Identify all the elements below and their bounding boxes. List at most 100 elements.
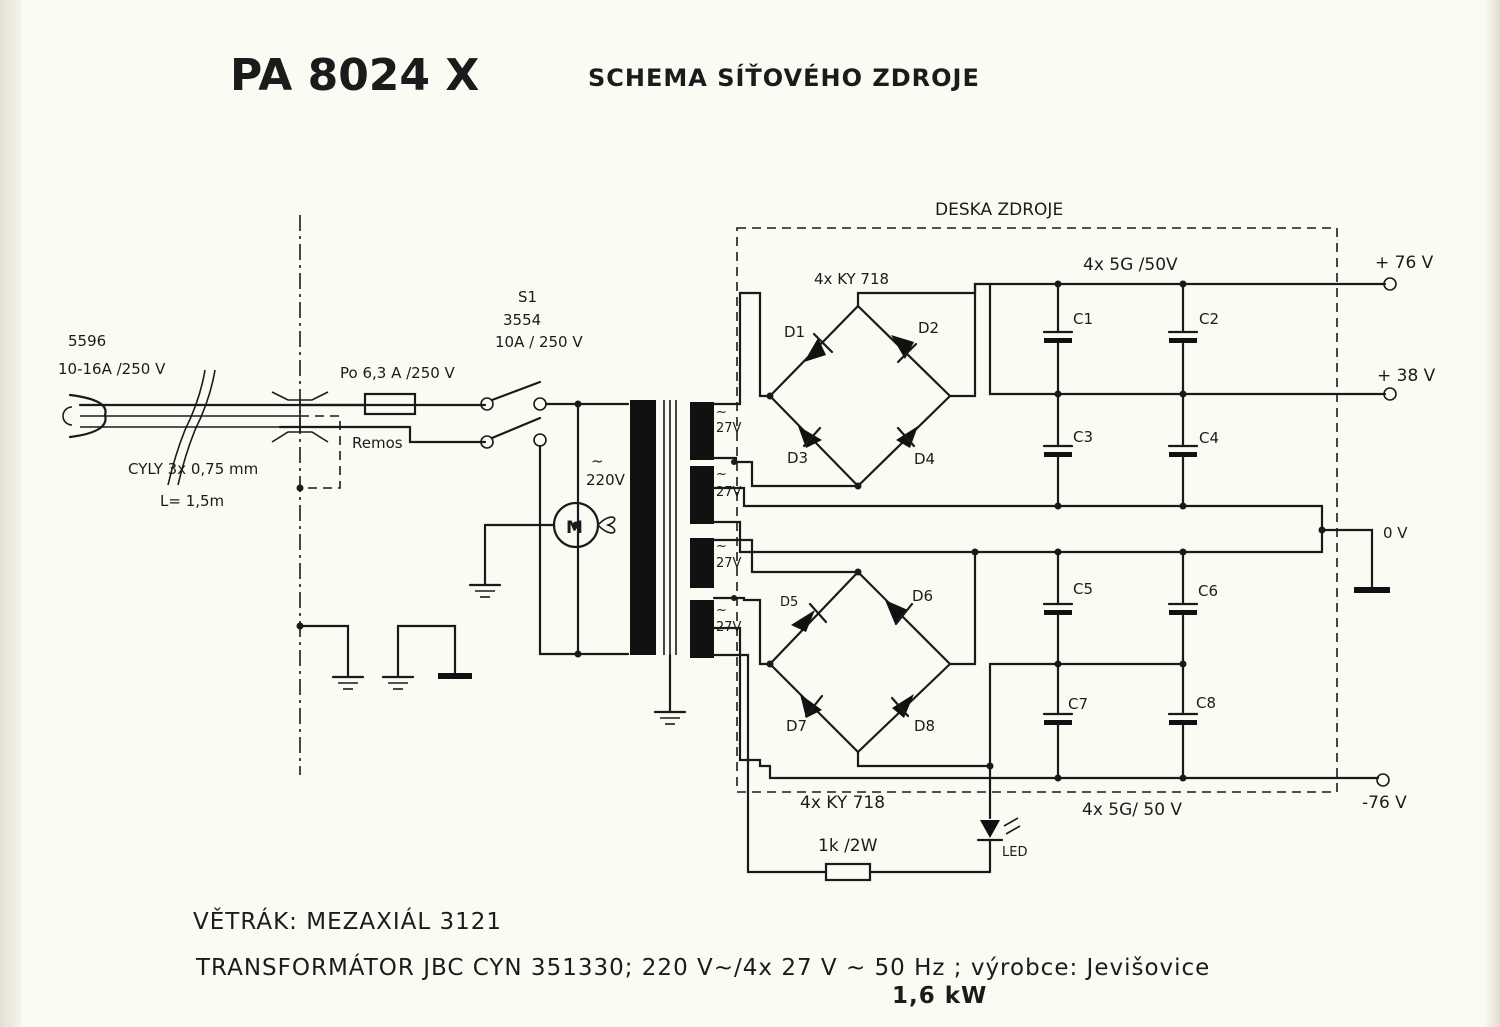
- secondary-3-voltage: 27V: [716, 556, 742, 571]
- capacitor-c5-symbol: [1042, 550, 1074, 666]
- ground-symbol: [381, 675, 415, 690]
- capacitor-c2-symbol: [1167, 282, 1199, 396]
- fuse-symbol: [363, 392, 417, 416]
- diode-d4-symbol: [896, 426, 918, 448]
- footer-transformer-line: TRANSFORMÁTOR JBC CYN 351330; 220 V~/4x …: [195, 953, 1210, 981]
- wire: [298, 624, 350, 678]
- led-symbol: [976, 817, 1021, 842]
- terminal-minus-76v: [1376, 773, 1390, 787]
- diode-d3-symbol: [798, 426, 822, 448]
- wire: [712, 486, 1324, 508]
- diagram-title: PA 8024 X: [230, 50, 479, 101]
- junction-dot: [1054, 390, 1062, 398]
- capacitor-c3-symbol: [1042, 392, 1074, 508]
- resistor-symbol: [824, 862, 872, 882]
- junction-dot: [766, 392, 774, 400]
- diode-d1-symbol: [804, 332, 834, 362]
- output-0v-label: 0 V: [1383, 524, 1408, 542]
- secondary-2-tilde: ~: [716, 467, 727, 482]
- diode-d8-label: D8: [914, 717, 935, 735]
- diode-d5-label: D5: [780, 595, 798, 610]
- secondary-1-voltage: 27V: [716, 421, 742, 436]
- diode-d4-label: D4: [914, 450, 935, 468]
- wire: [712, 538, 860, 574]
- primary-voltage: 220V: [586, 471, 626, 489]
- junction-dot: [1179, 390, 1187, 398]
- junction-dot: [766, 660, 774, 668]
- cable-grommet-symbol: [271, 391, 329, 443]
- capacitor-c7-symbol: [1042, 662, 1074, 780]
- led-label: LED: [1002, 845, 1027, 860]
- capacitor-c7-label: C7: [1068, 695, 1088, 713]
- junction-dot: [1054, 502, 1062, 510]
- secondary-1-tilde: ~: [716, 405, 727, 420]
- paper-edge-right: [1486, 0, 1500, 1027]
- ground-symbol: [331, 675, 365, 690]
- junction-dot: [854, 568, 862, 576]
- capacitor-c6-symbol: [1167, 550, 1199, 666]
- cable-break-mark-2: [177, 369, 216, 486]
- junction-dot: [1179, 774, 1187, 782]
- terminal-plus-38v: [1383, 387, 1397, 401]
- mains-plug-symbol: [62, 393, 107, 439]
- wire: [948, 282, 977, 398]
- secondary-winding-2: [690, 466, 714, 524]
- switch-name: S1: [518, 288, 537, 306]
- fuse-label: Po 6,3 A /250 V: [340, 364, 456, 382]
- lower-diodes-label: 4x KY 718: [800, 793, 885, 813]
- chassis-ground-symbol: [438, 673, 472, 679]
- footer-fan-line: VĚTRÁK: MEZAXIÁL 3121: [193, 907, 502, 935]
- primary-tilde: ~: [591, 452, 604, 470]
- cable-type: CYLY 3x 0,75 mm: [128, 460, 258, 478]
- footer-power-line: 1,6 kW: [892, 983, 987, 1009]
- diode-d1-label: D1: [784, 323, 805, 341]
- diode-d7-symbol: [800, 694, 824, 718]
- diode-d3-label: D3: [787, 449, 808, 467]
- lower-caps-label: 4x 5G/ 50 V: [1082, 800, 1182, 820]
- junction-dot: [1054, 548, 1062, 556]
- zero-volt-lead: [1320, 528, 1374, 590]
- diode-d6-symbol: [885, 600, 914, 626]
- secondary-4-tilde: ~: [716, 603, 727, 618]
- secondary-3-tilde: ~: [716, 539, 727, 554]
- wire: [948, 550, 977, 666]
- plus-38v-rail: [988, 282, 1387, 396]
- switch-rating: 10A / 250 V: [495, 333, 583, 351]
- capacitor-c5-label: C5: [1073, 580, 1093, 598]
- junction-dot: [731, 459, 737, 465]
- secondary-winding-3: [690, 538, 714, 588]
- capacitor-c1-label: C1: [1073, 310, 1093, 328]
- bridge-arm: [768, 570, 860, 666]
- paper-edge-left: [0, 0, 22, 1027]
- wire: [712, 626, 772, 768]
- capacitor-c8-label: C8: [1196, 694, 1216, 712]
- output-plus-38v-label: + 38 V: [1377, 366, 1436, 386]
- core-ground-symbol: [653, 710, 687, 725]
- output-minus-76v-label: -76 V: [1362, 793, 1407, 813]
- junction-dot: [1054, 660, 1062, 668]
- junction-dot: [1054, 280, 1062, 288]
- mains-neutral-wire: [278, 425, 487, 444]
- ground-symbol: [468, 583, 502, 598]
- junction-dot: [731, 595, 737, 601]
- switch-code: 3554: [503, 311, 541, 329]
- secondary-winding-1: [690, 402, 714, 460]
- diode-d5-symbol: [791, 602, 828, 632]
- terminal-plus-76v: [1383, 277, 1397, 291]
- chassis-ground-symbol: [1354, 587, 1390, 593]
- capacitor-c2-label: C2: [1199, 310, 1219, 328]
- junction-dot: [1179, 548, 1187, 556]
- junction-dot: [574, 650, 582, 658]
- capacitor-c4-label: C4: [1199, 429, 1219, 447]
- board-label: DESKA ZDROJE: [935, 200, 1063, 220]
- junction-dot: [574, 400, 582, 408]
- secondary-winding-4: [690, 600, 714, 658]
- motor-label: M: [566, 518, 583, 538]
- capacitor-c3-label: C3: [1073, 428, 1093, 446]
- plug-rating: 10-16A /250 V: [58, 360, 166, 378]
- upper-diodes-label: 4x KY 718: [814, 270, 889, 288]
- remos-label: Remos: [352, 434, 403, 452]
- minus-76v-rail: [768, 764, 1380, 780]
- capacitor-c8-symbol: [1167, 662, 1199, 780]
